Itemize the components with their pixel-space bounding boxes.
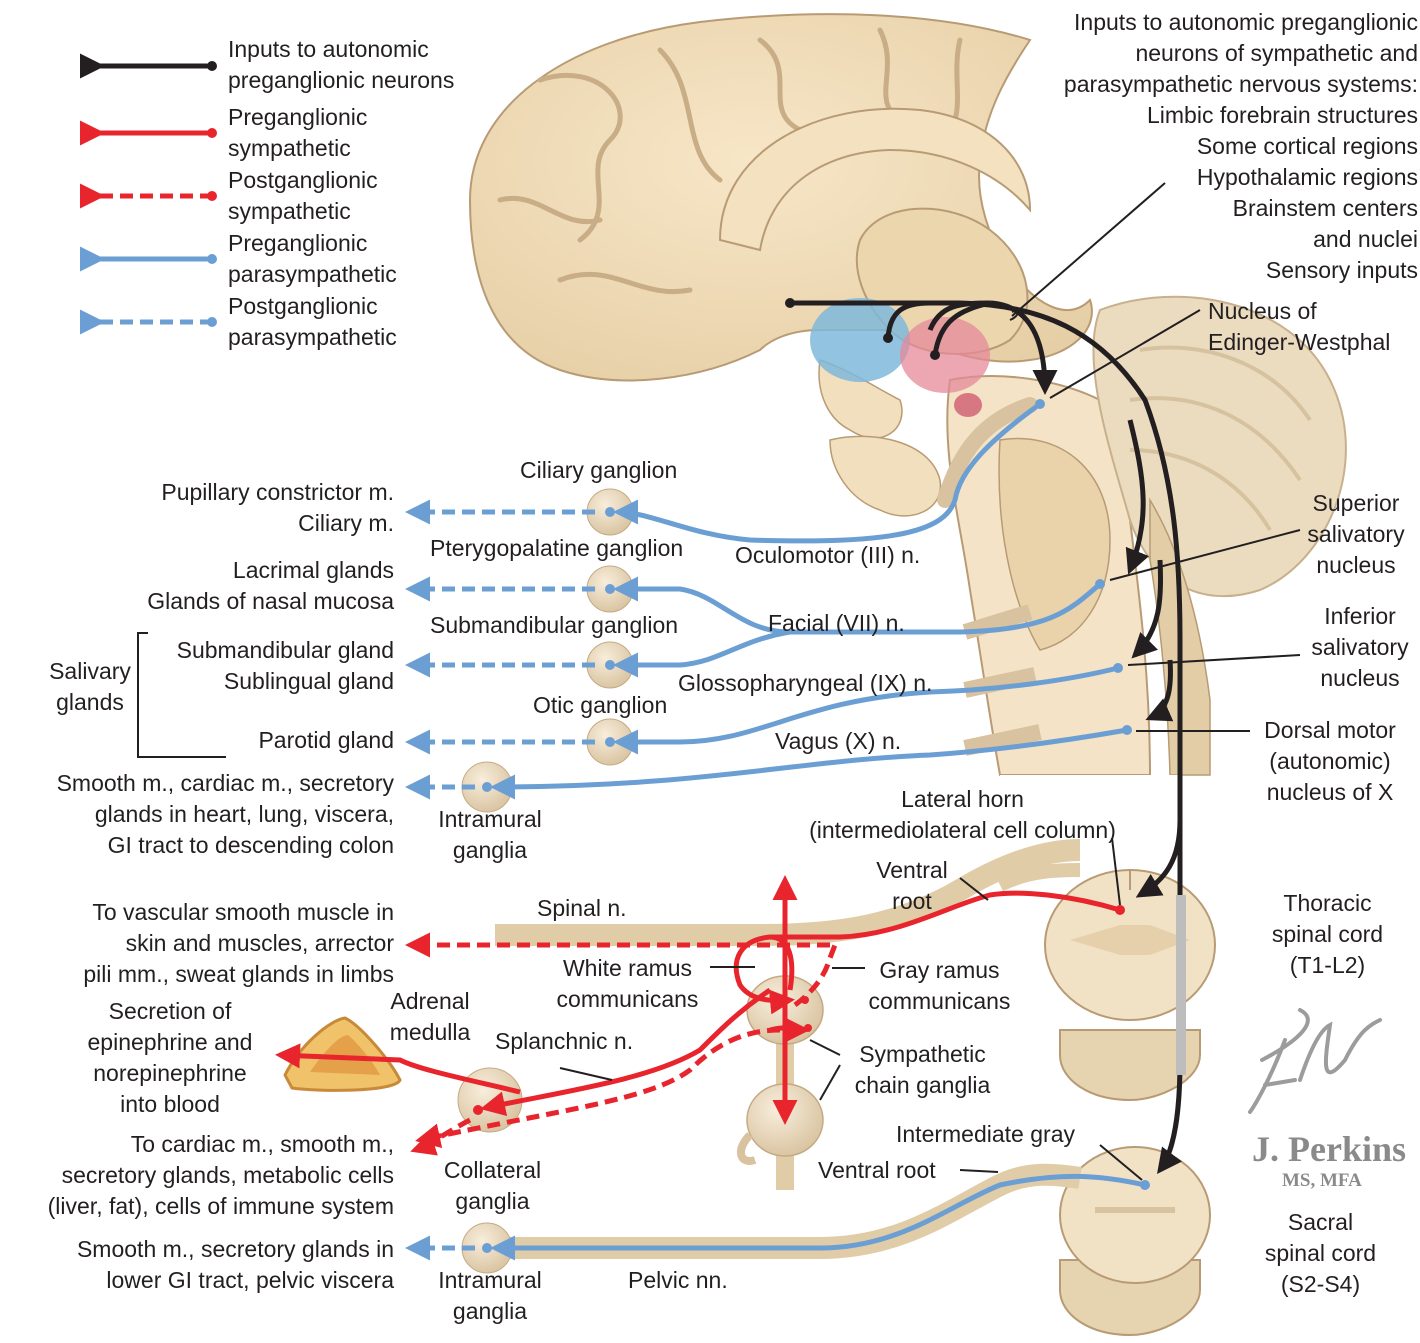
spinal-nerve-trunk [495,839,1081,946]
brain-illustration [468,13,1347,785]
label-ciliary-ganglion: Ciliary ganglion [520,457,678,483]
inputs-list: Inputs to autonomic preganglionic neuron… [1063,9,1418,283]
label-spinal-nerve: Spinal n. [537,895,627,921]
corpus-callosum [718,107,1032,252]
hypothalamus-pink [900,317,990,393]
parasympathetic-pathways [482,399,1150,1261]
label-splanchnic-nerve: Splanchnic n. [495,1028,634,1054]
label-facial-nerve: Facial (VII) n. [768,610,905,636]
label-ventral-root-lower: Ventral root [818,1157,936,1183]
pituitary [829,435,942,517]
label-lateral-horn: Lateral horn(intermediolateral cell colu… [809,786,1116,843]
label-glossopharyngeal-nerve: Glossopharyngeal (IX) n. [678,670,933,696]
label-dorsal-motor: Dorsal motor(autonomic)nucleus of X [1264,717,1396,805]
author-name: J. Perkins [1252,1129,1407,1169]
limbic-region-blue [810,298,910,382]
leader-lines [137,182,1301,1181]
brain-bottom-cover [1000,775,1180,785]
label-intermediate-gray: Intermediate gray [896,1121,1075,1147]
cord-fiber-gray [1176,895,1186,1075]
label-target-cardiac: To cardiac m., smooth m.,secretory gland… [47,1131,394,1219]
label-pterygopalatine-ganglion: Pterygopalatine ganglion [430,535,684,561]
input-pathways [785,298,1183,1175]
parasympathetic-postganglionic [405,499,595,1261]
thoracic-cord [1044,869,1216,1102]
label-submandibular-ganglion: Submandibular ganglion [430,612,679,638]
sacral-cord [1059,1146,1211,1337]
label-otic-ganglion: Otic ganglion [533,692,668,718]
mammillary-body [954,393,982,417]
label-pelvic-nerves: Pelvic nn. [628,1267,728,1293]
label-target-pupil: Pupillary constrictor m.Ciliary m. [161,479,394,536]
label-target-parotid: Parotid gland [258,727,394,753]
netter-signature [1248,1008,1382,1114]
label-oculomotor-nerve: Oculomotor (III) n. [735,542,921,568]
legend-lines [80,53,217,335]
label-vagus-nerve: Vagus (X) n. [775,728,902,754]
sympathetic-chain [737,975,824,1190]
sympathetic-postganglionic [405,932,838,1156]
author-degree: MS, MFA [1282,1170,1362,1191]
